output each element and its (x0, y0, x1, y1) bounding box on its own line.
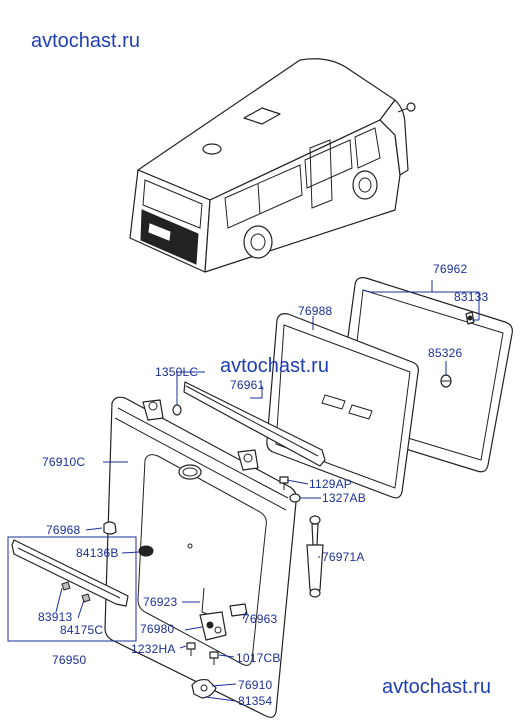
nut-1327ab (289, 493, 301, 503)
label-81354: 81354 (238, 694, 273, 708)
label-76988: 76988 (298, 304, 333, 318)
label-76950: 76950 (52, 653, 87, 667)
switch-76963 (229, 603, 248, 617)
label-76961: 76961 (230, 378, 265, 392)
label-76980: 76980 (140, 622, 175, 636)
label-76963: 76963 (243, 612, 278, 626)
label-1017cb: 1017CB (236, 651, 281, 665)
bumper-76968 (103, 521, 117, 535)
clip-83133 (465, 311, 475, 325)
label-84175c: 84175C (60, 623, 104, 637)
latch-76980 (199, 611, 227, 641)
label-1350lc: 1350LC (155, 365, 199, 379)
tailgate-panel (104, 396, 297, 718)
grommet-84136b (138, 545, 154, 557)
label-83913: 83913 (38, 610, 73, 624)
bolt-1129ap (279, 476, 289, 490)
leader-lines (55, 280, 480, 702)
garnish-group-box (7, 536, 137, 642)
label-76923: 76923 (143, 595, 178, 609)
label-1129ap: 1129AP (309, 477, 353, 491)
bolt-1017cb (209, 651, 219, 665)
weatherstrip (183, 381, 326, 467)
garnish-76950 (11, 539, 129, 607)
striker-76910 (191, 678, 217, 699)
plug-1350lc (172, 404, 182, 416)
bolt-1232ha (186, 642, 196, 656)
label-76968: 76968 (46, 523, 81, 537)
label-76910c: 76910C (42, 455, 86, 469)
bus-illustration (129, 58, 416, 273)
label-83133: 83133 (454, 290, 489, 304)
label-1327ab: 1327AB (322, 491, 366, 505)
label-76971a: 76971A (322, 550, 365, 564)
gas-strut (306, 515, 324, 598)
label-76910: 76910 (238, 678, 273, 692)
label-84136b: 84136B (76, 546, 119, 560)
label-85326: 85326 (428, 346, 463, 360)
watermark-middle: avtochast.ru (220, 355, 329, 377)
watermark-bottom: avtochast.ru (382, 676, 491, 698)
label-1232ha: 1232HA (131, 642, 176, 656)
watermark-top: avtochast.ru (31, 30, 140, 52)
clip-85326 (440, 374, 452, 388)
label-76962: 76962 (433, 262, 468, 276)
